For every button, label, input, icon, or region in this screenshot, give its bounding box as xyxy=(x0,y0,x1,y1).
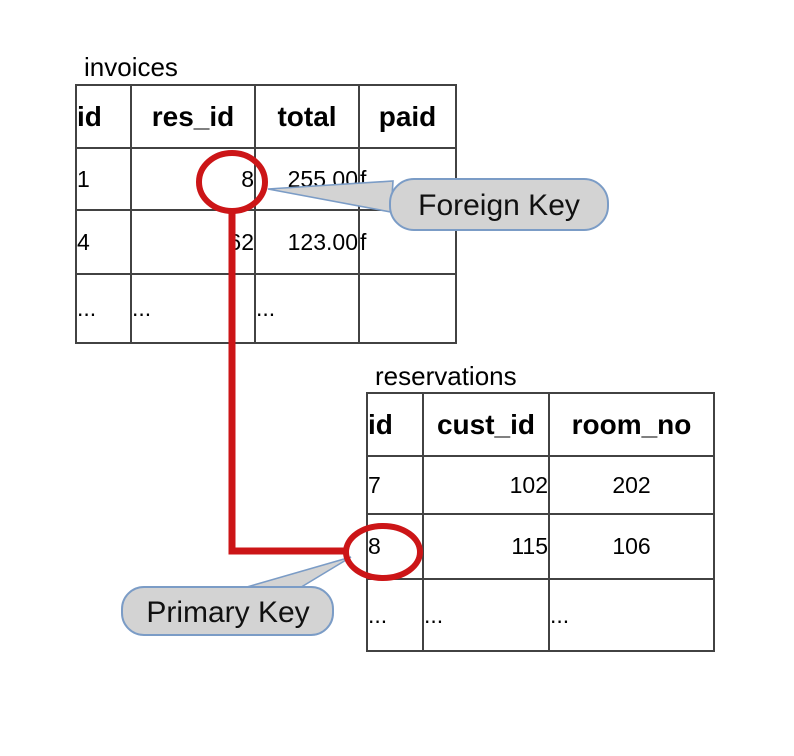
table-cell: ... xyxy=(548,578,715,652)
column-header: res_id xyxy=(130,84,256,149)
column-header: total xyxy=(254,84,360,149)
table-cell: 4 xyxy=(75,209,132,275)
table-cell: 7 xyxy=(366,455,424,515)
table-cell: 102 xyxy=(422,455,550,515)
primary-key-callout-label: Primary Key xyxy=(146,596,309,629)
column-header: id xyxy=(75,84,132,149)
table-cell-fk-value: 8 xyxy=(130,147,256,211)
primary-key-callout-tail xyxy=(239,556,352,590)
table-cell: ... xyxy=(75,273,132,344)
column-header: paid xyxy=(358,84,457,149)
column-header: cust_id xyxy=(422,392,550,457)
column-header: room_no xyxy=(548,392,715,457)
table-row: 1 8 255.00 f xyxy=(75,147,457,211)
table-cell xyxy=(358,273,457,344)
table-cell: ... xyxy=(254,273,360,344)
table-cell: 123.00 xyxy=(254,209,360,275)
table-row: 4 62 123.00 f xyxy=(75,209,457,275)
table-cell: ... xyxy=(366,578,424,652)
table-cell: 255.00 xyxy=(254,147,360,211)
table-cell: ... xyxy=(422,578,550,652)
table-row: 8 115 106 xyxy=(366,513,715,580)
reservations-table-title: reservations xyxy=(375,361,517,391)
invoices-table-title: invoices xyxy=(84,52,178,82)
table-cell-pk-value: 8 xyxy=(366,513,424,580)
table-cell: 115 xyxy=(422,513,550,580)
table-cell: 1 xyxy=(75,147,132,211)
reservations-header-row: id cust_id room_no xyxy=(366,392,715,457)
table-row: ... ... ... xyxy=(75,273,457,344)
table-cell: f xyxy=(358,209,457,275)
table-cell: f xyxy=(358,147,457,211)
table-cell: 106 xyxy=(548,513,715,580)
table-row: ... ... ... xyxy=(366,578,715,652)
invoices-table: id res_id total paid 1 8 255.00 f 4 62 1… xyxy=(75,84,457,344)
table-cell: 202 xyxy=(548,455,715,515)
invoices-header-row: id res_id total paid xyxy=(75,84,457,149)
reservations-table: id cust_id room_no 7 102 202 8 115 106 .… xyxy=(366,392,715,652)
primary-key-callout xyxy=(121,586,334,636)
table-row: 7 102 202 xyxy=(366,455,715,515)
table-cell: 62 xyxy=(130,209,256,275)
table-cell: ... xyxy=(130,273,256,344)
column-header: id xyxy=(366,392,424,457)
